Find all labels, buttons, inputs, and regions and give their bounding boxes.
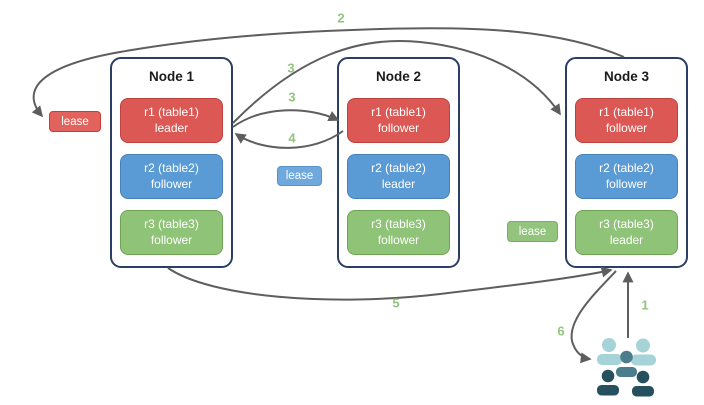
node-1-title: Node 1 <box>148 69 194 84</box>
node-3-replica-r2: r2 (table2) follower <box>575 154 678 199</box>
node-2-replica-r2: r2 (table2) leader <box>347 154 450 199</box>
lease-badge-table3: lease <box>507 221 558 242</box>
node-1-replica-r2: r2 (table2) follower <box>120 154 223 199</box>
users-group-icon <box>597 338 656 397</box>
node-1: Node 1 r1 (table1) leader r2 (table2) fo… <box>110 57 233 268</box>
replica-label: r2 (table2) <box>144 161 199 176</box>
replica-label: r3 (table3) <box>144 217 199 232</box>
node-3-title: Node 3 <box>603 69 649 84</box>
replica-label: r3 (table3) <box>371 217 426 232</box>
node-2-title: Node 2 <box>375 69 421 84</box>
node-1-replica-r1: r1 (table1) leader <box>120 98 223 143</box>
replica-role: follower <box>377 232 420 247</box>
replica-role: follower <box>377 120 420 135</box>
replica-role: follower <box>605 120 648 135</box>
replica-label: r1 (table1) <box>144 105 199 120</box>
node-3-replica-r3: r3 (table3) leader <box>575 210 678 255</box>
replica-label: r1 (table1) <box>371 105 426 120</box>
replica-role: follower <box>150 232 193 247</box>
arrow-step-3-node1-to-node2 <box>232 109 340 128</box>
arrow-step-5-node1-to-node3 <box>167 266 613 301</box>
step-label-6: 6 <box>557 323 565 339</box>
node-2-replica-r3: r3 (table3) follower <box>347 210 450 255</box>
replica-role: follower <box>605 176 648 191</box>
replica-role: leader <box>381 176 416 191</box>
node-3-replica-r1: r1 (table1) follower <box>575 98 678 143</box>
node-1-replica-r3: r3 (table3) follower <box>120 210 223 255</box>
lease-badge-table2: lease <box>277 166 322 186</box>
replica-label: r3 (table3) <box>599 217 654 232</box>
step-label-3-short: 3 <box>288 89 296 105</box>
replica-label: r2 (table2) <box>599 161 654 176</box>
step-label-1: 1 <box>641 297 649 313</box>
step-label-2: 2 <box>337 10 345 26</box>
step-label-3-long: 3 <box>287 60 295 76</box>
step-label-5: 5 <box>392 295 400 311</box>
replica-label: r2 (table2) <box>371 161 426 176</box>
node-3: Node 3 r1 (table1) follower r2 (table2) … <box>565 57 688 268</box>
node-2-replica-r1: r1 (table1) follower <box>347 98 450 143</box>
replica-role: leader <box>609 232 644 247</box>
lease-badge-table1: lease <box>49 111 101 132</box>
step-label-4: 4 <box>288 130 296 146</box>
node-2: Node 2 r1 (table1) follower r2 (table2) … <box>337 57 460 268</box>
replica-label: r1 (table1) <box>599 105 654 120</box>
replica-role: leader <box>154 120 189 135</box>
replica-role: follower <box>150 176 193 191</box>
